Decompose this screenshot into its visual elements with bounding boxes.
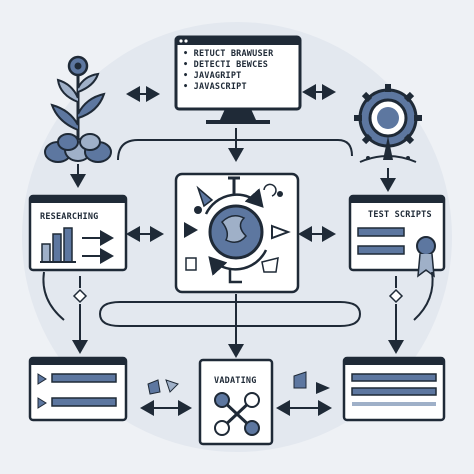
bar-chart-icon <box>40 227 114 264</box>
arrow-bottom-left <box>140 379 192 416</box>
node-graph-icon <box>214 392 260 436</box>
badge-icon <box>416 236 436 278</box>
plant-icon <box>44 55 112 163</box>
cycle-globe-icon <box>184 176 291 284</box>
validating-label: VADATING <box>214 376 257 386</box>
monitor-icon <box>174 35 302 124</box>
gear-magnifier-icon <box>354 84 422 163</box>
bottom-left-window <box>28 356 128 422</box>
top-loop-connector <box>117 139 353 161</box>
monitor-line-4: • JAVASCRIPT <box>183 82 247 92</box>
diamond-right <box>388 276 404 354</box>
arrow-bottom-right <box>276 371 332 416</box>
curve-research-down <box>42 271 65 321</box>
monitor-line-3: • JAVAGRIPT <box>183 71 242 81</box>
test-scripts-label: TEST SCRIPTS <box>368 210 432 220</box>
monitor-line-2: • DETECTI BEWCES <box>183 60 269 70</box>
validating-box <box>198 358 274 446</box>
lower-loop-connector <box>98 301 362 327</box>
curve-tests-down <box>413 271 434 321</box>
diamond-left <box>72 276 88 354</box>
bottom-right-window <box>342 356 446 422</box>
researching-label: RESEARCHING <box>40 212 99 222</box>
monitor-line-1: • RETUCT BRAWUSER <box>183 49 274 59</box>
